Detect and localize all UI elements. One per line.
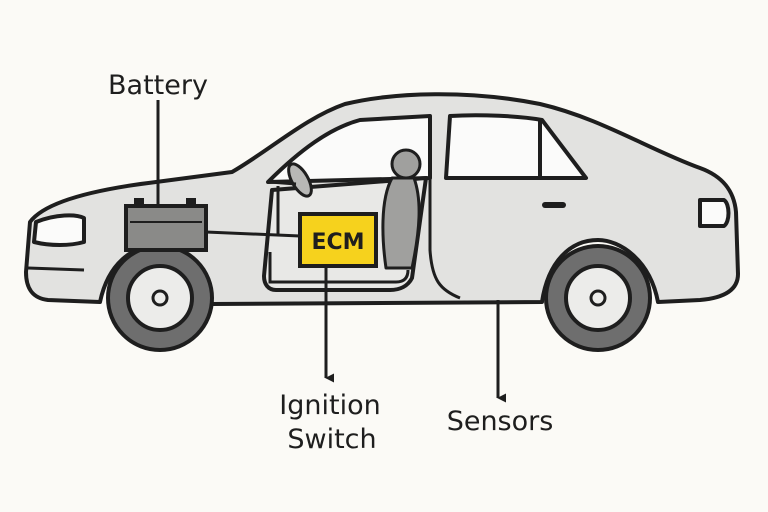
sensors-label: Sensors: [447, 406, 554, 437]
battery-icon: [124, 198, 208, 252]
ignition-label-line2: Switch: [287, 424, 376, 455]
battery-wire: [205, 230, 301, 238]
tail-light: [698, 198, 731, 228]
ecm-label: ECM: [311, 230, 364, 255]
door-handle: [542, 202, 566, 208]
front-window: [266, 114, 432, 184]
rear-window: [444, 113, 588, 180]
front-bumper-line: [27, 266, 85, 272]
headrest: [390, 148, 422, 180]
ecm-box: [298, 212, 378, 268]
front-wheel: [106, 244, 214, 352]
steering-column: [269, 180, 297, 186]
door-inner-panel: [268, 252, 410, 284]
headlight: [32, 213, 86, 247]
battery-label: Battery: [108, 70, 208, 101]
rear-wheel: [544, 244, 652, 352]
ignition-label-line1: Ignition: [279, 390, 380, 421]
rear-door-line: [428, 118, 461, 300]
seat: [381, 176, 421, 270]
